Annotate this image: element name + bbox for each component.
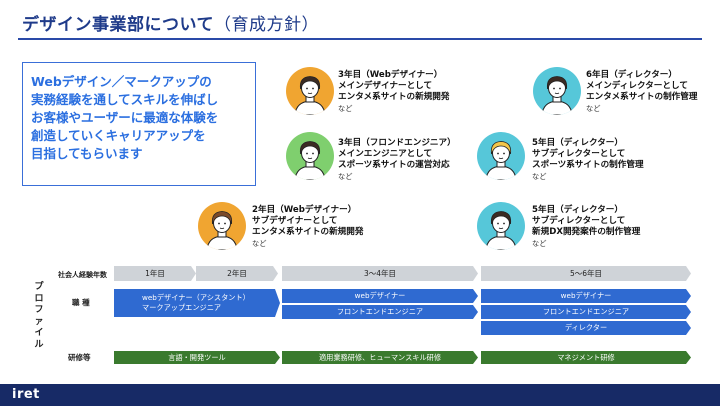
- avatar-person-icon: [477, 132, 525, 180]
- title-divider: [18, 38, 702, 40]
- avatar-person-icon: [477, 202, 525, 250]
- intro-line: 目指してもらいます: [31, 146, 143, 161]
- iret-logo: iret: [12, 387, 40, 402]
- job-bar: ディレクター: [481, 321, 691, 335]
- intro-line: 創造していくキャリアアップを: [31, 128, 206, 143]
- avatar-person-icon: [198, 202, 246, 250]
- profile-side-label: プ ロ フ ァ イ ル: [34, 282, 44, 350]
- footer-bar: iret: [0, 384, 720, 406]
- training-bar: 適用業務研修、ヒューマンスキル研修: [282, 351, 478, 364]
- years-header: 社会人経験年数: [58, 271, 107, 279]
- training-bar: マネジメント研修: [481, 351, 691, 364]
- year-bar: 3〜4年目: [282, 266, 478, 281]
- avatar-person-icon: [286, 132, 334, 180]
- intro-line: 実務経験を通してスキルを伸ばし: [31, 92, 219, 107]
- role-card: 6年目（ディレクター） メインディレクターとして エンタメ系サイトの制作管理 な…: [586, 70, 698, 113]
- job-bar: フロントエンドエンジニア: [282, 305, 478, 319]
- page-subtitle: （育成方針）: [214, 15, 319, 35]
- role-card: 3年目（Webデザイナー） メインデザイナーとして エンタメ系サイトの新規開発 …: [338, 70, 450, 113]
- role-card: 5年目（ディレクター） サブディレクターとして 新規DX開発案件の制作管理 など: [532, 205, 641, 248]
- year-bar: 1年目: [114, 266, 196, 281]
- training-label: 研修等: [68, 353, 91, 362]
- job-bar: webデザイナー: [481, 289, 691, 303]
- intro-line: お客様やユーザーに最適な体験を: [31, 110, 219, 125]
- intro-box: Webデザイン／マークアップの 実務経験を通してスキルを伸ばし お客様やユーザー…: [22, 62, 256, 186]
- job-bar-early: webデザイナー（アシスタント） マークアップエンジニア: [114, 289, 280, 317]
- training-bar: 言語・開発ツール: [114, 351, 280, 364]
- job-bar: webデザイナー: [282, 289, 478, 303]
- job-label: 職 種: [72, 298, 90, 307]
- role-card: 2年目（Webデザイナー） サブデザイナーとして エンタメ系サイトの新規開発 な…: [252, 205, 364, 248]
- avatar-person-icon: [533, 67, 581, 115]
- year-bar: 2年目: [196, 266, 278, 281]
- intro-line: Webデザイン／マークアップの: [31, 74, 212, 89]
- page-title: デザイン事業部について（育成方針）: [22, 15, 319, 35]
- year-bar: 5〜6年目: [481, 266, 691, 281]
- avatar-person-icon: [286, 67, 334, 115]
- role-card: 5年目（ディレクター） サブディレクターとして スポーツ系サイトの制作管理 など: [532, 138, 644, 181]
- job-bar: フロントエンドエンジニア: [481, 305, 691, 319]
- role-card: 3年目（フロンドエンジニア） メインエンジニアとして スポーツ系サイトの運営対応…: [338, 138, 456, 181]
